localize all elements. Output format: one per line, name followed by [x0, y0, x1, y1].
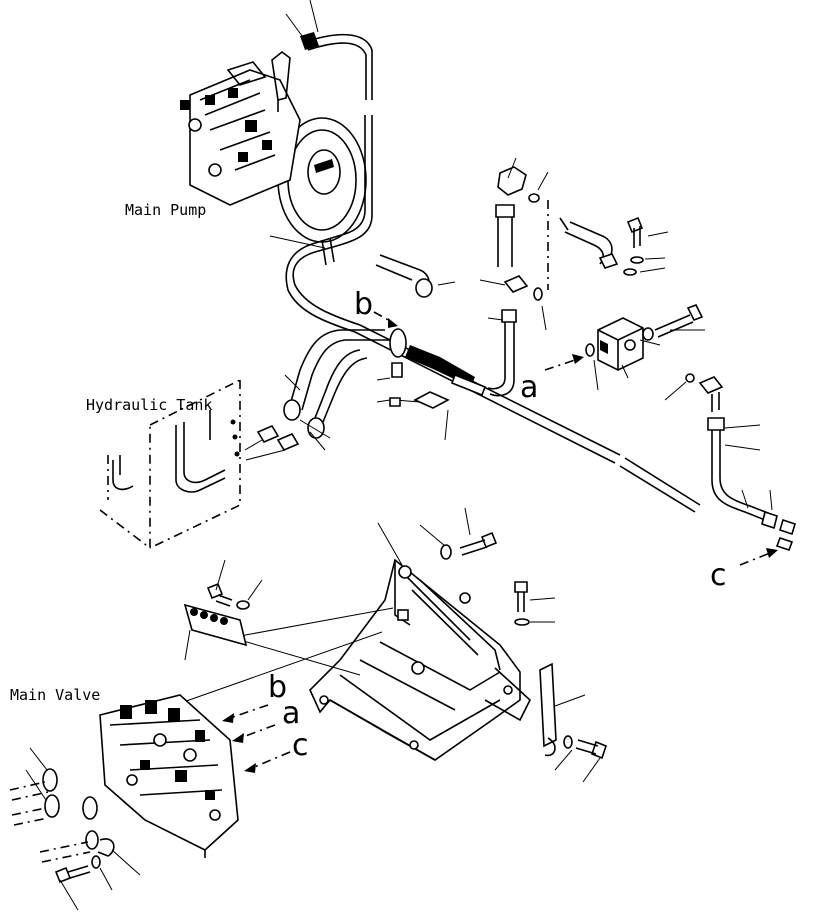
marker-c-valve: c	[292, 728, 309, 763]
suction-pipe	[354, 324, 701, 513]
main-valve-label: Main Valve	[10, 686, 100, 704]
marker-a-valve: a	[282, 696, 300, 731]
main-pump	[180, 0, 373, 243]
valve-mounting-frame	[309, 558, 531, 761]
marker-a-block: a	[520, 370, 538, 405]
marker-b-valve: b	[268, 670, 287, 705]
pilot-block	[479, 157, 724, 412]
main-pump-label: Main Pump	[125, 201, 206, 219]
main-valve	[99, 694, 239, 858]
hydraulic-tank-label: Hydraulic Tank	[86, 396, 212, 414]
marker-c-fitting: c	[710, 558, 727, 593]
hydraulic-tank	[99, 379, 300, 550]
marker-b-hose: b	[354, 287, 373, 322]
